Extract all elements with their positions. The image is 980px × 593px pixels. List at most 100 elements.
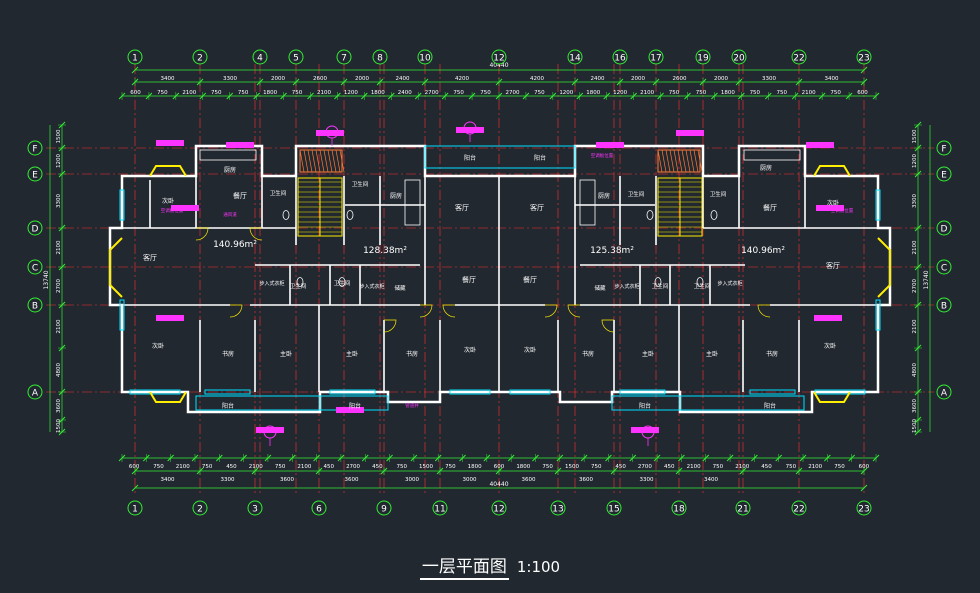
- door-swing: [544, 304, 558, 318]
- note-ac-position: 空调板位置: [591, 152, 614, 159]
- annotation-tag: [814, 315, 842, 321]
- door-swing: [195, 227, 209, 241]
- overall-dim-bottom-label: 40440: [489, 481, 508, 488]
- axis-bubble-left-label: A: [32, 389, 39, 399]
- room-label-living: 客厅: [826, 261, 840, 270]
- axis-bubble-bottom: [491, 500, 507, 516]
- axis-bubble-left: [27, 166, 43, 182]
- detail-dim-bottom-label: 2100: [687, 464, 701, 470]
- building-details: [109, 121, 891, 446]
- detail-dim-bottom-label: 450: [664, 464, 675, 470]
- annotation-tag: [156, 315, 184, 321]
- detail-dim-top-label: 2700: [425, 90, 439, 96]
- detail-dim-top-label: 1800: [721, 90, 735, 96]
- axis-bubble-bottom-label: 9: [381, 505, 387, 515]
- window-frame: [449, 389, 491, 395]
- axis-bubble-top: [567, 49, 583, 65]
- bay-window-top-right: [813, 165, 851, 177]
- axis-bubble-top: [791, 49, 807, 65]
- axis-bubble-top: [127, 49, 143, 65]
- stair-hatch-left-hatch: [315, 149, 321, 173]
- axis-dim-bottom-label: 3000: [405, 477, 419, 483]
- detail-dim-bottom-label: 2700: [346, 464, 360, 470]
- toilet-fixture: [696, 277, 704, 287]
- exterior-wall: [108, 144, 892, 414]
- detail-dim-top-label: 750: [480, 90, 491, 96]
- axis-bubble-top: [336, 49, 352, 65]
- axis-bubble-top-label: 22: [793, 54, 804, 64]
- balcony-railing: [679, 395, 805, 411]
- axis-bubble-bottom: [247, 500, 263, 516]
- axis-bubble-right-label: F: [941, 145, 946, 155]
- axis-dim-bottom-label: 3400: [161, 477, 175, 483]
- kitchen-counter: [579, 179, 596, 226]
- room-label-second-bedroom: 次卧: [162, 197, 174, 205]
- axis-bubble-top: [491, 49, 507, 65]
- window-frame: [119, 299, 125, 331]
- detail-dim-bottom-label: 450: [372, 464, 383, 470]
- balcony-railing: [195, 395, 321, 411]
- detail-dim-top-label: 2100: [802, 90, 816, 96]
- axis-dim-top-label: 3400: [825, 76, 839, 82]
- bay-window-top-left: [149, 165, 187, 177]
- axis-bubble-bottom: [671, 500, 687, 516]
- axis-bubble-bottom: [791, 500, 807, 516]
- side-dim-left-label: 2700: [56, 279, 62, 293]
- window-frame: [875, 189, 881, 221]
- kitchen-counter: [743, 149, 801, 161]
- room-label-second-bedroom: 次卧: [824, 342, 836, 350]
- drawing-scale: 1:100: [516, 558, 561, 576]
- detail-dim-top-label: 750: [453, 90, 464, 96]
- stair-hatch-left-hatch: [299, 149, 305, 173]
- detail-dim-bottom-label: 1500: [419, 464, 433, 470]
- axis-dim-top-label: 2600: [313, 76, 327, 82]
- axis-dim-top-label: 2400: [396, 76, 410, 82]
- stair-hatch-right-hatch: [685, 149, 691, 173]
- detail-dim-top-label: 1200: [613, 90, 627, 96]
- room-label-storage: 储藏: [594, 284, 606, 292]
- building-walls: [108, 144, 892, 414]
- axis-bubble-bottom: [735, 500, 751, 516]
- side-dim-left-label: 1200: [56, 154, 62, 168]
- room-label-dining: 餐厅: [233, 191, 247, 200]
- side-dim-left-label: 3300: [56, 194, 62, 208]
- axis-bubble-left: [27, 220, 43, 236]
- unit-area-right: 140.96m²: [741, 246, 785, 256]
- overall-dim-top-tick: [131, 66, 139, 74]
- side-dim-left-label: 2100: [56, 240, 62, 254]
- detail-dim-bottom-label: 750: [396, 464, 407, 470]
- unit-area-midleft: 128.38m²: [363, 246, 407, 256]
- overall-dim-top-label: 40440: [489, 62, 508, 69]
- axis-dim-top-label: 2000: [631, 76, 645, 82]
- bay-window-right: [877, 237, 891, 298]
- detail-dim-top-label: 750: [777, 90, 788, 96]
- kitchen-counter: [404, 179, 421, 226]
- room-label-study: 书房: [406, 350, 418, 358]
- axis-bubble-bottom-label: 13: [552, 505, 563, 515]
- axis-bubble-top: [648, 49, 664, 65]
- room-label-bath: 卫生间: [290, 282, 307, 290]
- kitchen-counter: [199, 149, 257, 161]
- room-label-second-bedroom: 次卧: [464, 346, 476, 354]
- side-dim-left-label: 1500: [56, 129, 62, 143]
- stair-hatch-left-hatch: [331, 149, 337, 173]
- unit-area-midright: 125.38m²: [590, 246, 634, 256]
- room-label-balcony: 阳台: [464, 154, 476, 162]
- axis-bubble-bottom-label: 21: [737, 505, 748, 515]
- axis-bubble-top-label: 5: [293, 54, 299, 64]
- axis-dim-top-label: 2000: [714, 76, 728, 82]
- room-label-master: 主卧: [280, 350, 292, 358]
- stair-hatch-left-hatch: [303, 149, 309, 173]
- detail-dim-bottom-label: 1500: [565, 464, 579, 470]
- axis-bubble-top-label: 23: [858, 54, 869, 64]
- axis-bubble-bottom-label: 12: [493, 505, 504, 515]
- axis-bubble-top-label: 20: [733, 54, 745, 64]
- room-label-storage: 储藏: [394, 284, 406, 292]
- detail-dim-top-label: 750: [211, 90, 222, 96]
- room-label-living: 客厅: [455, 203, 469, 212]
- stair-hatch-left-hatch: [323, 149, 329, 173]
- door-swing: [757, 304, 771, 318]
- toilet-fixture: [654, 277, 662, 287]
- axis-bubble-top: [856, 49, 872, 65]
